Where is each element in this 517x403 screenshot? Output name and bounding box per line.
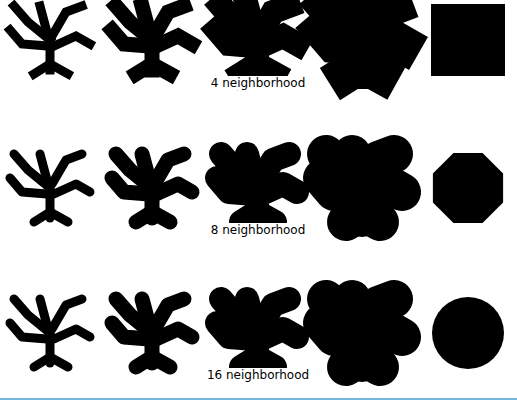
coral-branch: [366, 329, 402, 339]
row-caption: 4 neighborhood: [209, 76, 308, 90]
coral-branch: [40, 154, 48, 184]
coral-shape: [322, 154, 402, 222]
coral-branch: [257, 64, 275, 74]
coral-branch: [54, 329, 90, 339]
coral-shape: [217, 299, 297, 367]
coral-branch: [152, 357, 170, 367]
coral-branch: [261, 36, 297, 46]
coral-branch: [362, 212, 380, 222]
coral-branch: [52, 6, 82, 36]
coral-branch: [257, 212, 275, 222]
coral-branch: [362, 357, 380, 367]
coral-branch: [366, 184, 402, 194]
coral-shape: [322, 6, 402, 74]
coral-branch: [156, 184, 192, 194]
coral-branch: [52, 299, 82, 329]
coral-branch: [257, 357, 275, 367]
coral-branch: [54, 36, 90, 46]
coral-branch: [261, 329, 297, 339]
coral-branch: [10, 323, 47, 339]
coral-branch: [10, 178, 47, 194]
square-shape: [431, 4, 505, 76]
coral-branch: [50, 64, 68, 74]
coral-branch: [261, 184, 297, 194]
coral-branch: [50, 357, 68, 367]
coral-shape: [217, 154, 297, 222]
coral-branch: [10, 30, 47, 46]
coral-branch: [156, 36, 192, 46]
coral-branch: [50, 212, 68, 222]
coral-branch: [362, 64, 380, 74]
coral-shape: [10, 6, 90, 74]
coral-shape: [112, 154, 192, 222]
coral-shape: [10, 154, 90, 222]
coral-shape: [322, 299, 402, 367]
coral-branch: [40, 299, 48, 329]
coral-branch: [152, 212, 170, 222]
coral-shape: [10, 299, 90, 367]
row-caption: 8 neighborhood: [209, 223, 308, 237]
coral-shape: [112, 299, 192, 367]
coral-branch: [54, 184, 90, 194]
coral-branch: [52, 154, 82, 184]
coral-shape: [112, 6, 192, 74]
coral-shape: [217, 6, 297, 74]
coral-branch: [152, 64, 170, 74]
coral-branch: [156, 329, 192, 339]
disc-shape: [432, 297, 504, 369]
coral-branch: [40, 6, 48, 36]
octagon-shape: [433, 153, 503, 223]
rule-line: [0, 398, 517, 400]
row-caption: 16 neighborhood: [205, 368, 311, 382]
